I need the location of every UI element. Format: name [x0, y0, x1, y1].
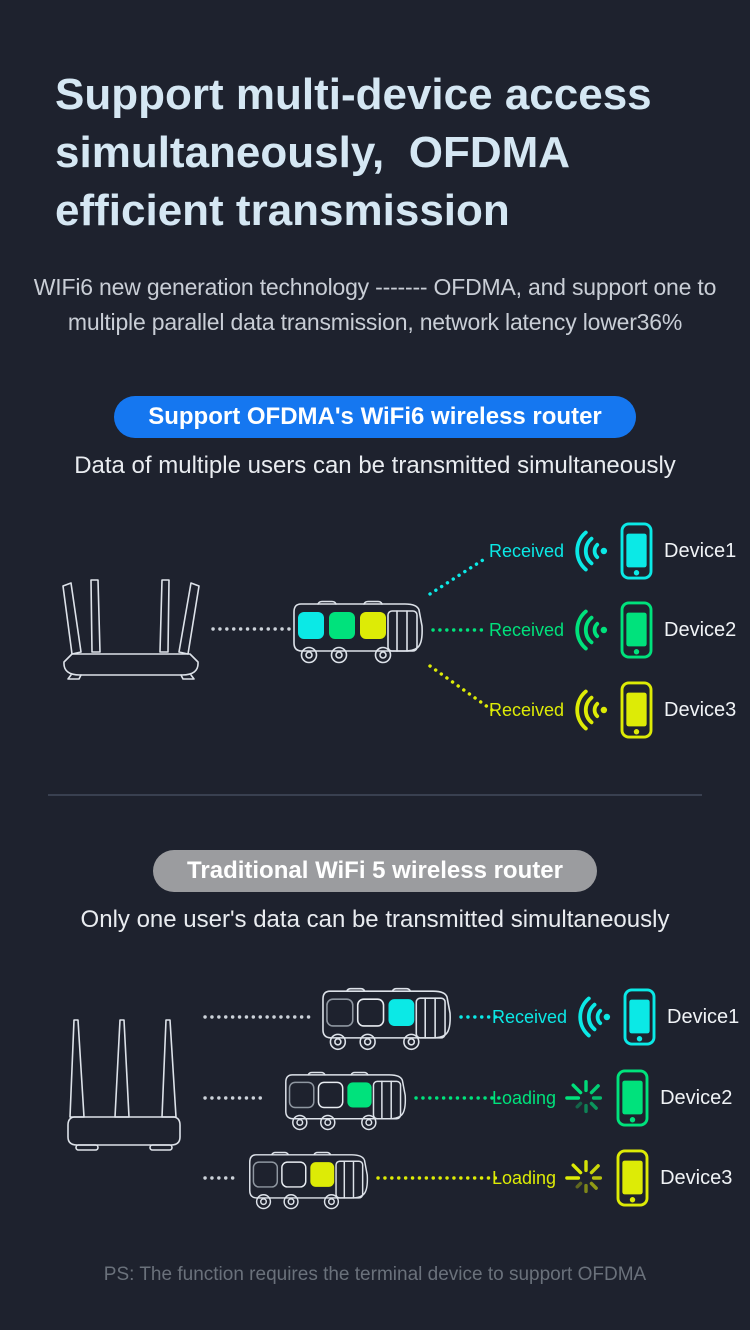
- dotted-link-lines: [203, 1015, 502, 1180]
- phone-icon: [616, 1069, 649, 1127]
- bus-icon: [249, 1151, 369, 1210]
- footer-note: PS: The function requires the terminal d…: [103, 1264, 647, 1285]
- wifi-signal-icon: [575, 609, 608, 651]
- phone-icon: [620, 522, 653, 580]
- device-row: Received Device1: [489, 522, 736, 580]
- status-label: Received: [489, 540, 565, 561]
- wifi5-subtitle: Only one user's data can be transmitted …: [80, 906, 670, 933]
- status-label: Received: [492, 1006, 568, 1027]
- loading-spinner-icon: [565, 1160, 603, 1194]
- device-row: Loading Device2: [492, 1069, 732, 1127]
- phone-icon: [623, 988, 656, 1046]
- wifi-signal-icon: [578, 996, 611, 1038]
- router-wifi6-icon: [62, 579, 200, 680]
- wifi-signal-icon: [575, 530, 608, 572]
- wifi5-badge: Traditional WiFi 5 wireless router: [153, 850, 597, 892]
- device-label: Device1: [664, 539, 737, 562]
- loading-spinner-icon: [565, 1080, 603, 1114]
- device-row: Loading Device3: [492, 1149, 732, 1207]
- device-label: Device2: [664, 618, 737, 641]
- device-label: Device3: [660, 1166, 733, 1189]
- status-label: Loading: [492, 1087, 557, 1108]
- intro-text: WIFi6 new generation technology ------- …: [33, 274, 717, 335]
- bus-icon: [285, 1071, 407, 1131]
- wifi6-badge: Support OFDMA's WiFi6 wireless router: [114, 396, 636, 438]
- phone-icon: [620, 601, 653, 659]
- page-title: Support multi-device access simultaneous…: [55, 70, 652, 235]
- phone-icon: [616, 1149, 649, 1207]
- status-label: Received: [489, 619, 565, 640]
- device-row: Received Device3: [489, 681, 736, 739]
- status-label: Received: [489, 699, 565, 720]
- bus-icon: [322, 987, 451, 1051]
- bus-icon: [293, 600, 423, 664]
- device-label: Device3: [664, 698, 737, 721]
- wifi6-subtitle: Data of multiple users can be transmitte…: [74, 452, 676, 479]
- wifi6-diagram: Received Device1 Received: [0, 508, 750, 778]
- phone-icon: [620, 681, 653, 739]
- wifi-signal-icon: [575, 689, 608, 731]
- status-label: Loading: [492, 1167, 557, 1188]
- device-row: Received Device2: [489, 601, 736, 659]
- router-wifi5-icon: [67, 1019, 181, 1151]
- device-row: Received Device1: [492, 988, 739, 1046]
- wifi5-diagram: Received Device1 Loading: [0, 975, 750, 1220]
- section-divider: [48, 794, 702, 796]
- device-label: Device2: [660, 1086, 733, 1109]
- dotted-link-lines: [211, 556, 494, 712]
- device-label: Device1: [667, 1005, 740, 1028]
